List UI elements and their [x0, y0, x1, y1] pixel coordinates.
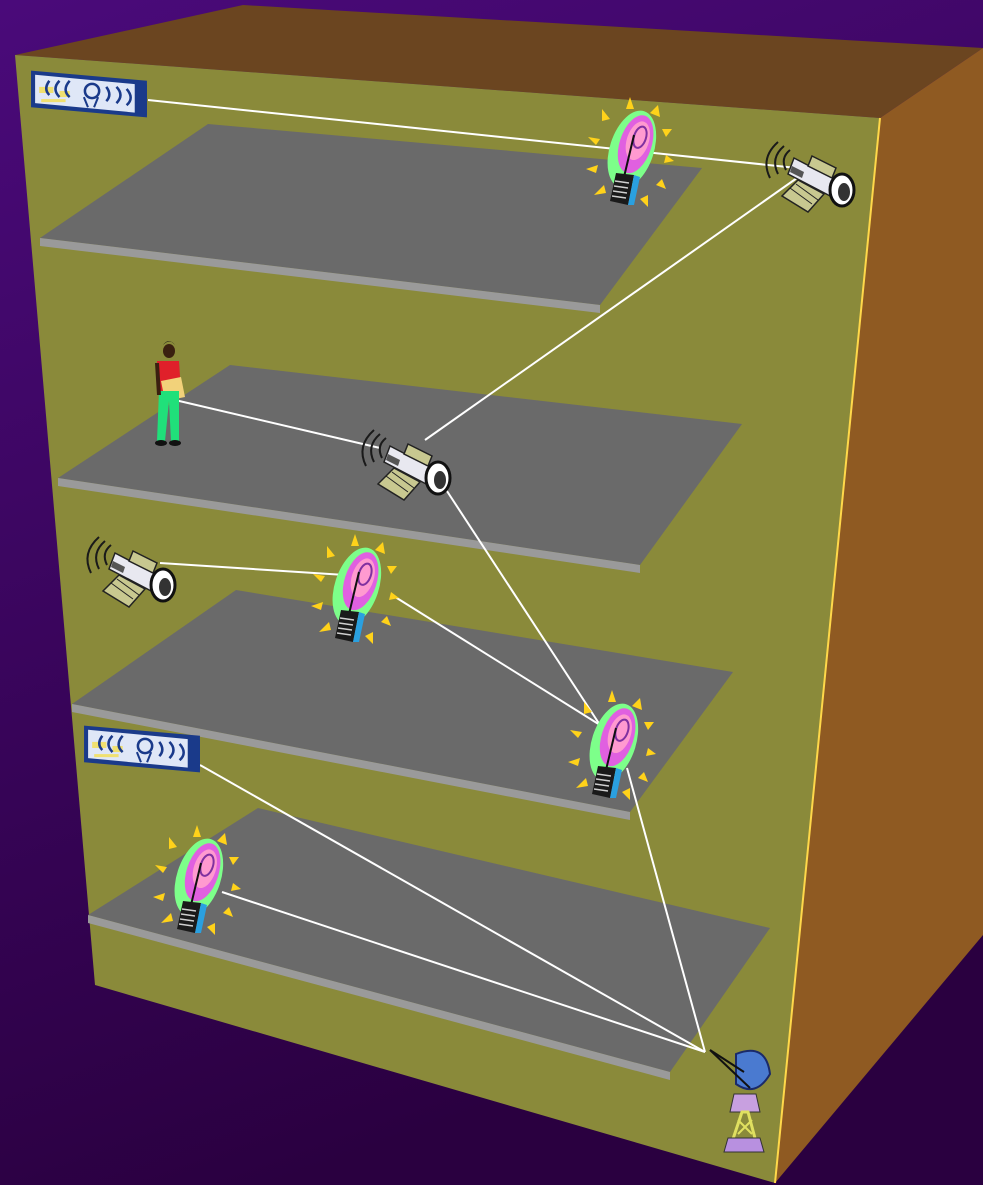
building-network-diagram — [0, 0, 983, 1185]
scene — [0, 0, 983, 1185]
